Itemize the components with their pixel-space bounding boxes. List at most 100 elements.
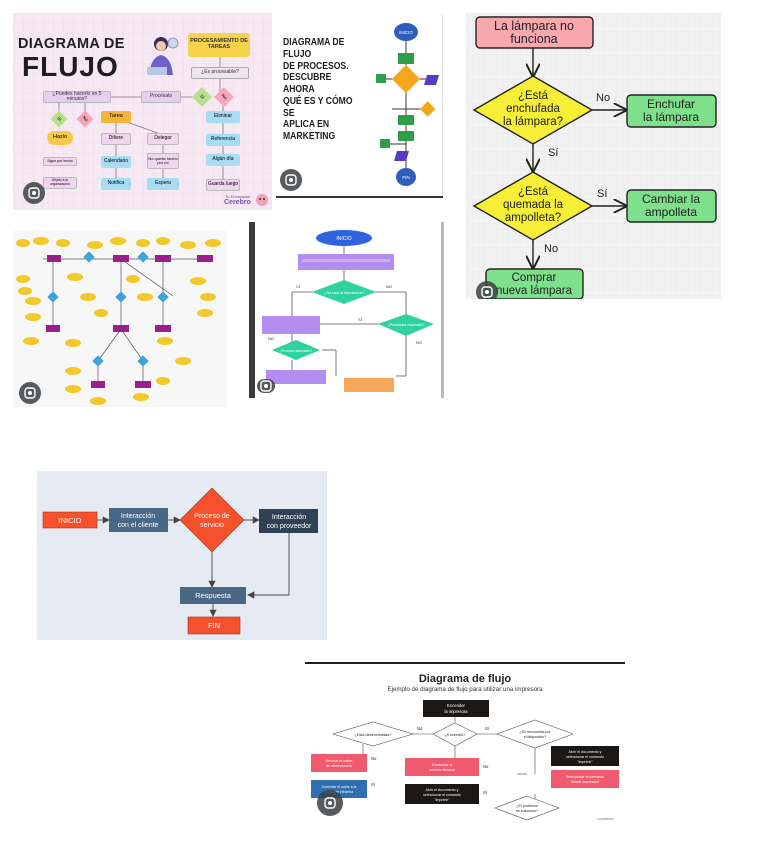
label-si-2: SÍ (358, 317, 363, 322)
start-line2: la impresora (444, 709, 468, 714)
label-si: Sí (548, 147, 558, 159)
printer-title: Diagrama de flujo (418, 673, 512, 685)
q-encendio: ¿Encendió? (445, 733, 465, 737)
printer-subtitle: Ejemplo de diagrama de flujo para utiliz… (387, 686, 543, 693)
b3-line2: servicio técnico (429, 768, 455, 772)
q-desenchufada: ¿Está desenchufada? (355, 733, 392, 737)
q-usa-impresora: ¿Se usa la impresora? (324, 290, 365, 295)
node-sigue-por: Sigue por hecho (43, 157, 77, 166)
b6-line2: "añadir impresora" (570, 780, 600, 784)
label-no: No (596, 92, 610, 104)
label-si-2: Sí (371, 782, 376, 787)
node-procesalo: Procésalo (141, 91, 181, 103)
b4-line2: seleccionar el comando (423, 793, 461, 797)
label-no-3: NO (416, 340, 422, 345)
purple-flowchart: INICIO ¿Se usa la impresora? SÍ NO ¿Prov… (262, 230, 434, 392)
b5-line1: Abrir el documento y (569, 750, 602, 754)
footer-brand: Lucidchart (597, 817, 614, 821)
node-five-minutes: ¿Puedes hacerlo en 5 minutos? (43, 91, 111, 103)
label-no-2: NO (268, 336, 274, 341)
brain-mascot-icon (256, 194, 268, 206)
b5-line3: "imprimir" (577, 760, 593, 764)
node1-line1: Interacción (121, 513, 155, 520)
end-node: FIN (208, 621, 220, 630)
node-guarda-luego: Guarda luego (206, 179, 240, 191)
result-image-7[interactable]: Diagrama de flujo Ejemplo de diagrama de… (305, 662, 625, 828)
visual-search-icon[interactable] (317, 790, 343, 816)
q2-line3: ampolleta? (505, 212, 561, 224)
node2-line1: Interacción (272, 514, 306, 521)
b6-line1: Seleccionar el comando (566, 775, 604, 779)
q2-line2: quemada la (503, 199, 564, 211)
action1-line1: Enchufar (647, 97, 695, 111)
person-with-laptop-illustration (147, 37, 179, 75)
node-espera: Espera (147, 178, 179, 190)
visual-search-icon[interactable] (257, 379, 275, 393)
result-image-5[interactable]: INICIO ¿Se usa la impresora? SÍ NO ¿Prov… (249, 222, 444, 398)
b4-line3: "imprimir" (434, 798, 450, 802)
label-si: SÍ (296, 284, 301, 289)
flow-end-label: FIN (402, 175, 409, 180)
printer-flowchart: Encender la impresora ¿Está desenchufada… (311, 700, 619, 821)
result-image-4[interactable] (13, 231, 227, 407)
process-flow-diagram: INICIO FIN (376, 23, 439, 186)
title-line: MARKETING (283, 130, 336, 142)
infographic-title-line1: DIAGRAMA DE (18, 36, 125, 52)
node1-line2: con el cliente (118, 522, 159, 529)
action2-line2: ampolleta (645, 205, 697, 219)
result-5-right-bar (441, 222, 444, 398)
q3-line2: el dispositivo? (524, 735, 547, 739)
result-image-6[interactable]: INICIO Interacción con el cliente Proces… (37, 471, 327, 640)
node-no-queda: No queda hecho por mí (147, 153, 179, 169)
title-line: DESCUBRE AHORA (283, 71, 332, 95)
node-is-processable: ¿Es procesable? (191, 67, 249, 79)
label-si-3: Sí (483, 790, 488, 795)
result-image-1[interactable]: DIAGRAMA DE FLUJO PROCESAMIENTO DE TAREA… (13, 13, 272, 210)
lamp-flowchart: La lámpara no funciona ¿Está enchufada l… (466, 13, 721, 299)
result-5-left-bar (249, 222, 255, 398)
result-2-title: DIAGRAMA DE FLUJO DE PROCESOS. DESCUBRE … (283, 36, 354, 143)
visual-search-icon[interactable] (476, 281, 498, 299)
label-no-3: No (483, 764, 489, 769)
node-notifica: Notifica (101, 178, 131, 190)
b5-line2: seleccionar el comando (566, 755, 604, 759)
action1-line2: la lámpara (643, 110, 699, 124)
b1-line2: de alimentación (326, 764, 353, 768)
title-line: APLICA EN (283, 118, 330, 131)
label-no-2: No (544, 243, 558, 255)
brand-small-text: Tu Entrenador (225, 194, 251, 199)
node2-line2: con proveedor (267, 523, 312, 530)
node-processing-tasks: PROCESAMIENTO DE TAREAS (188, 33, 250, 57)
b2-line2: corriente eléctrica (325, 790, 353, 794)
service-process-flowchart: INICIO Interacción con el cliente Proces… (42, 487, 318, 635)
b1-line1: Revisar el cable (325, 759, 352, 763)
node-algun-dia: Algún día (206, 154, 240, 166)
q-proveedor: ¿Proveedor esperado? (388, 323, 425, 327)
b2-line1: Conectar el cable a la (322, 785, 357, 789)
decision-line1: Proceso de (194, 513, 230, 520)
visual-search-icon[interactable] (19, 382, 41, 404)
title-line: DIAGRAMA DE FLUJO (283, 36, 345, 60)
start-line1: Encender (447, 703, 466, 708)
node-hazlo: Hazlo (47, 131, 73, 145)
q4-line2: se solucionó? (516, 809, 538, 813)
q-proceso: ¿Proceso adecuado? (280, 349, 312, 353)
node-calendario: Calendario (101, 156, 131, 168)
lamp-start-line1: La lámpara no (494, 19, 574, 33)
start-node: INICIO (59, 516, 82, 525)
visual-search-icon[interactable] (280, 169, 302, 191)
flow-start-label: INICIO (399, 30, 413, 35)
q1-line2: enchufada (506, 103, 560, 115)
label-no: NO (386, 284, 392, 289)
action3-line2: nueva lámpara (496, 285, 573, 297)
result-image-2[interactable]: DIAGRAMA DE FLUJO DE PROCESOS. DESCUBRE … (276, 13, 443, 196)
purple-start-label: INICIO (336, 236, 351, 242)
result-image-3[interactable]: La lámpara no funciona ¿Está enchufada l… (466, 13, 721, 299)
q4-line1: ¿El problema (516, 804, 537, 808)
title-line: QUÉ ES Y CÓMO SE (283, 94, 353, 119)
node-dejalo: Déjalo a tu organización (43, 177, 77, 189)
visual-search-icon[interactable] (23, 182, 45, 204)
node-referencia: Referencia (206, 134, 240, 146)
label-no: No (417, 726, 423, 731)
brand-name: Cerebro (224, 199, 251, 206)
